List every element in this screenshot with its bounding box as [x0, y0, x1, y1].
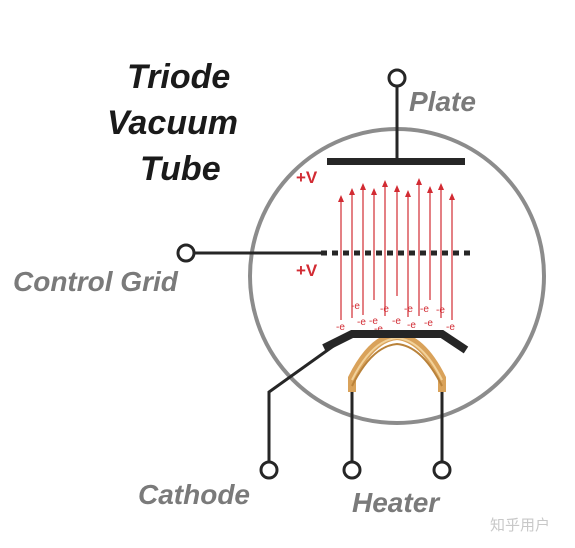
electron-label: -e: [407, 320, 416, 331]
electron-label: -e: [336, 322, 345, 333]
electron-label: -e: [420, 304, 429, 315]
cathode-electrode: [322, 330, 469, 354]
electron-flow-arrows: [338, 178, 455, 320]
cathode-label: Cathode: [138, 479, 250, 510]
heater-coil: [348, 331, 446, 392]
heater-label: Heater: [352, 487, 441, 518]
electron-arrow-head: [360, 183, 366, 190]
electron-arrow-head: [338, 195, 344, 202]
control-grid-label: Control Grid: [13, 266, 179, 297]
title-line-3: Tube: [140, 150, 221, 188]
electron-label: -e: [392, 316, 401, 327]
electron-arrow-head: [394, 185, 400, 192]
grid-voltage-label: +V: [296, 261, 318, 280]
electron-arrow-head: [405, 190, 411, 197]
electron-arrow-head: [371, 188, 377, 195]
electron-label: -e: [404, 304, 413, 315]
heater-terminal-left: [342, 460, 362, 480]
electron-arrow-head: [427, 186, 433, 193]
title-line-2: Vacuum: [107, 104, 238, 142]
title-line-1: Triode: [127, 58, 230, 96]
electron-arrow-head: [349, 188, 355, 195]
electron-label: -e: [369, 316, 378, 327]
plate-voltage-label: +V: [296, 168, 318, 187]
electron-label: -e: [351, 301, 360, 312]
control-grid-terminal: [176, 243, 196, 263]
electron-arrow-head: [416, 178, 422, 185]
electron-label: -e: [424, 318, 433, 329]
heater-terminal-right: [432, 460, 452, 480]
electron-label: -e: [357, 317, 366, 328]
plate-label: Plate: [409, 86, 476, 117]
electron-arrow-head: [438, 183, 444, 190]
electron-label: -e: [374, 324, 383, 335]
plate-terminal: [387, 68, 407, 88]
electron-label: -e: [446, 322, 455, 333]
plate-electrode: [327, 158, 465, 165]
watermark: 知乎用户: [490, 516, 550, 534]
electron-arrow-head: [449, 193, 455, 200]
electron-label: -e: [380, 304, 389, 315]
cathode-terminal: [259, 460, 279, 480]
electron-label: -e: [436, 305, 445, 316]
electron-arrow-head: [382, 180, 388, 187]
cathode-lead: [267, 340, 340, 462]
